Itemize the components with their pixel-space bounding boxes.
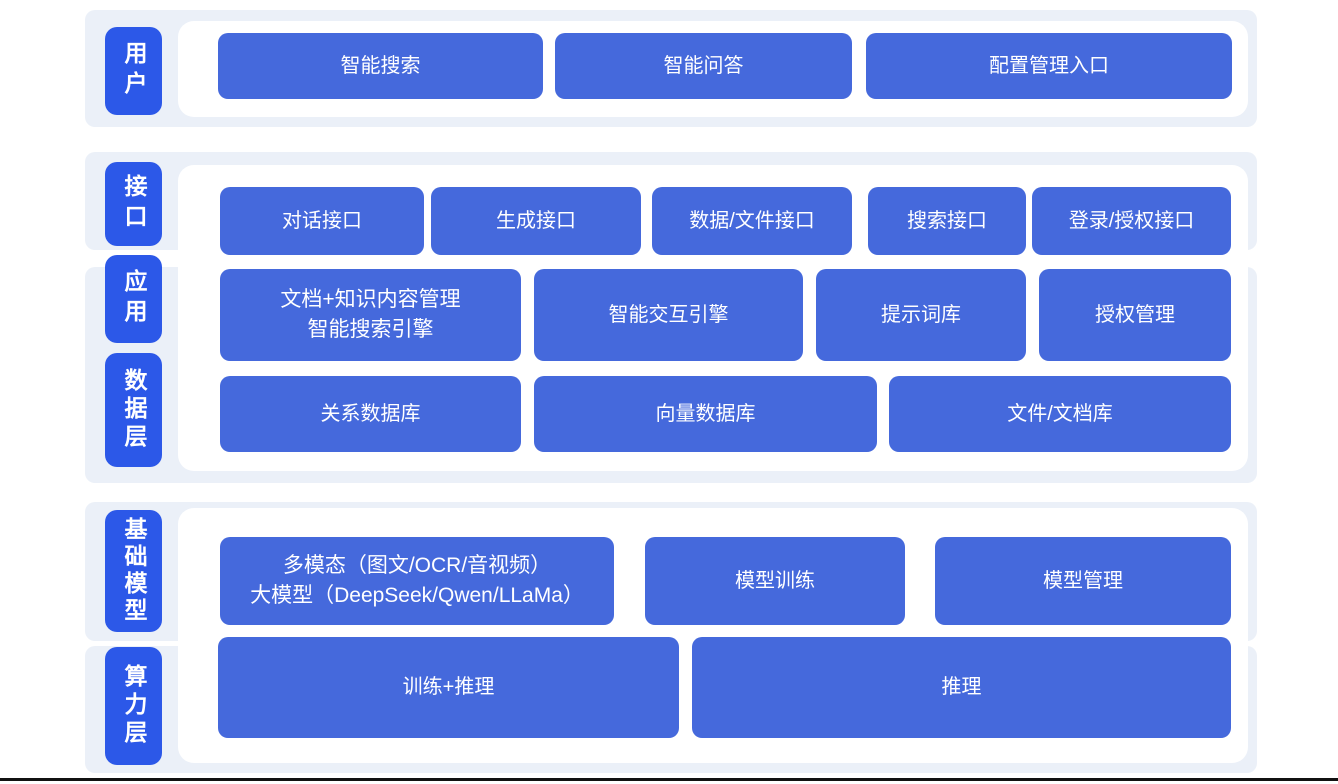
interaction-engine-block: 智能交互引擎 [534, 269, 803, 361]
multimodal-llm-block: 多模态（图文/OCR/音视频） 大模型（DeepSeek/Qwen/LLaMa） [220, 537, 614, 625]
data-file-api-block: 数据/文件接口 [652, 187, 852, 255]
file-doc-store-block: 文件/文档库 [889, 376, 1231, 452]
relational-db-block: 关系数据库 [220, 376, 521, 452]
auth-mgmt-block: 授权管理 [1039, 269, 1231, 361]
data-layer-label: 数据层 [105, 353, 162, 467]
dialog-api-block: 对话接口 [220, 187, 424, 255]
search-api-block: 搜索接口 [868, 187, 1026, 255]
interface-layer-label: 接口 [105, 162, 162, 246]
smart-qa-block: 智能问答 [555, 33, 852, 99]
inference-block: 推理 [692, 637, 1231, 738]
config-entry-block: 配置管理入口 [866, 33, 1232, 99]
smart-search-block: 智能搜索 [218, 33, 543, 99]
training-inference-block: 训练+推理 [218, 637, 679, 738]
bottom-divider-line [0, 778, 1338, 781]
model-mgmt-block: 模型管理 [935, 537, 1231, 625]
doc-knowledge-engine-block: 文档+知识内容管理 智能搜索引擎 [220, 269, 521, 361]
vector-db-block: 向量数据库 [534, 376, 877, 452]
application-layer-label: 应用 [105, 255, 162, 343]
user-layer-label: 用户 [105, 27, 162, 115]
login-auth-api-block: 登录/授权接口 [1032, 187, 1231, 255]
model-training-block: 模型训练 [645, 537, 905, 625]
foundation-model-layer-label: 基础模型 [105, 510, 162, 632]
generation-api-block: 生成接口 [431, 187, 641, 255]
compute-layer-label: 算力层 [105, 647, 162, 765]
prompt-library-block: 提示词库 [816, 269, 1026, 361]
